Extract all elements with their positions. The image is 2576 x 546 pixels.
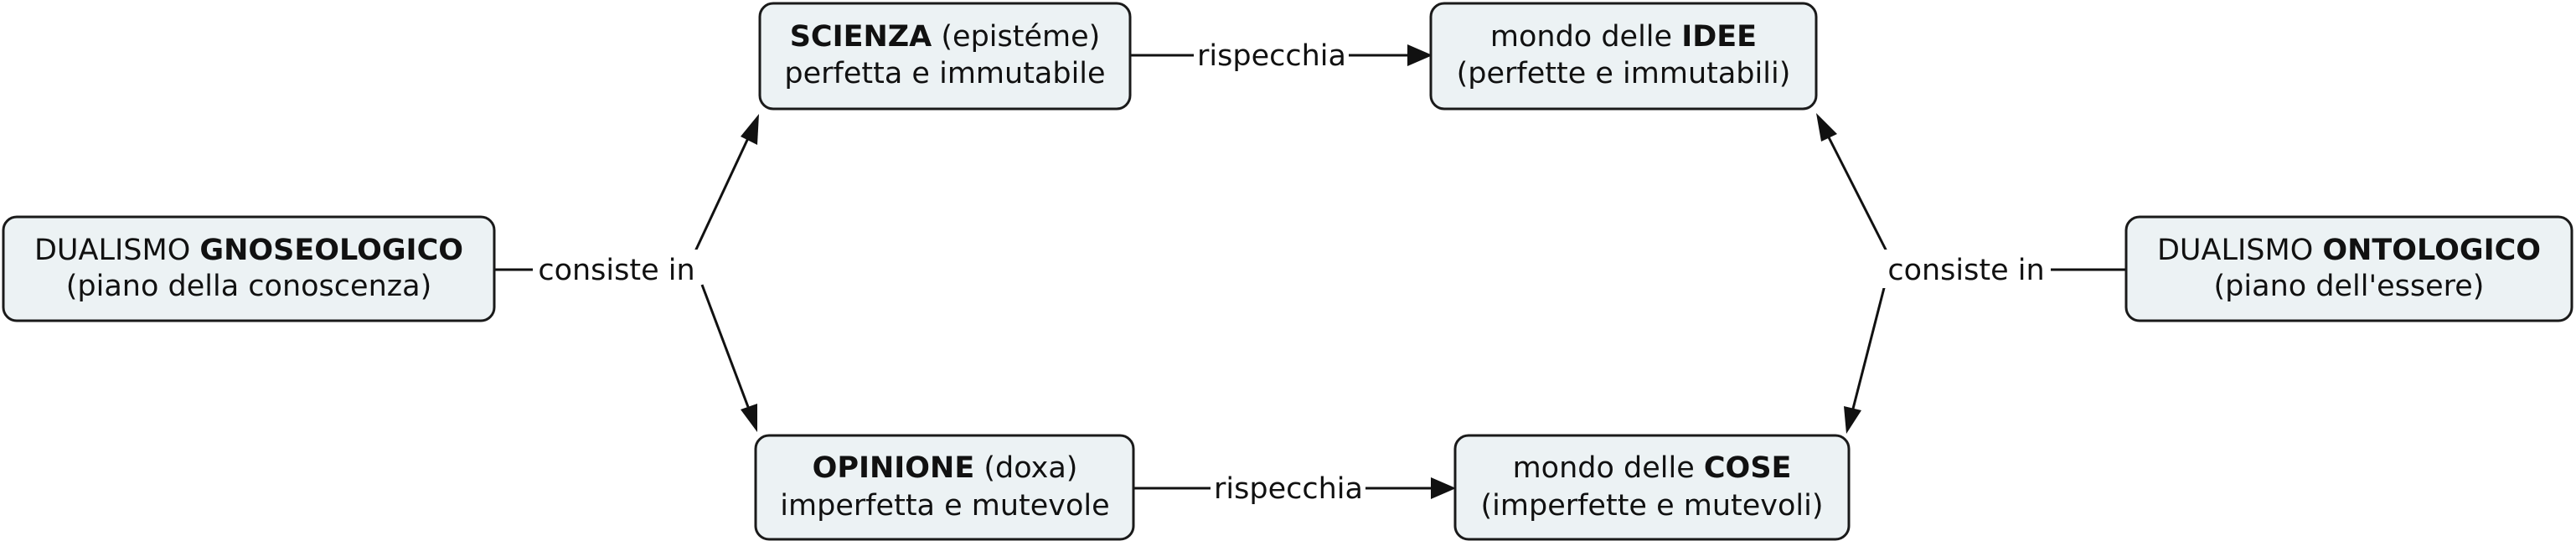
arrow-to-idee [1827, 136, 1889, 254]
edge-label-scienza-rispecchia: rispecchia [1194, 35, 1349, 74]
node-title: DUALISMO GNOSEOLOGICO [34, 234, 463, 267]
arrow-head-scienza-idee [1407, 44, 1433, 66]
node-subtitle: (piano della conoscenza) [66, 270, 431, 303]
arrow-head-cose [1844, 406, 1861, 434]
arrow-to-scienza [694, 137, 750, 252]
node-dualismo-ontologico: DUALISMO ONTOLOGICO (piano dell'essere) [2124, 215, 2573, 322]
edge-label-ontologico-consiste-in: consiste in [1882, 250, 2050, 288]
arrow-head-scienza [741, 114, 759, 145]
edge-label-text: consiste in [538, 254, 694, 287]
arrow-to-opinione [700, 284, 750, 408]
node-scienza: SCIENZA (epistéme) perfetta e immutabile [758, 2, 1132, 111]
node-title: mondo delle IDEE [1490, 20, 1757, 54]
node-subtitle: (imperfette e mutevoli) [1481, 489, 1824, 523]
node-subtitle: imperfetta e mutevole [780, 489, 1109, 523]
node-title: DUALISMO ONTOLOGICO [2157, 234, 2541, 267]
node-mondo-delle-idee: mondo delle IDEE (perfette e immutabili) [1429, 2, 1818, 111]
edge-label-text: rispecchia [1197, 39, 1346, 73]
node-dualismo-gnoseologico: DUALISMO GNOSEOLOGICO (piano della conos… [2, 215, 496, 322]
node-title: SCIENZA (epistéme) [790, 20, 1101, 54]
node-mondo-delle-cose: mondo delle COSE (imperfette e mutevoli) [1453, 434, 1851, 541]
edge-label-text: rispecchia [1214, 472, 1363, 506]
node-opinione: OPINIONE (doxa) imperfetta e mutevole [754, 434, 1135, 541]
arrow-to-cose [1851, 284, 1887, 410]
node-title: mondo delle COSE [1513, 451, 1792, 485]
node-subtitle: perfetta e immutabile [784, 57, 1105, 90]
edge-label-opinione-rispecchia: rispecchia [1211, 468, 1365, 507]
node-subtitle: (perfette e immutabili) [1457, 57, 1791, 90]
edge-label-gnoseologico-consiste-in: consiste in [533, 250, 700, 288]
edge-label-text: consiste in [1887, 254, 2044, 287]
arrow-head-opinione [741, 404, 757, 432]
arrow-head-opinione-cose [1431, 477, 1456, 499]
node-subtitle: (piano dell'essere) [2214, 270, 2485, 303]
node-title: OPINIONE (doxa) [813, 451, 1078, 485]
arrow-head-idee [1816, 113, 1837, 142]
